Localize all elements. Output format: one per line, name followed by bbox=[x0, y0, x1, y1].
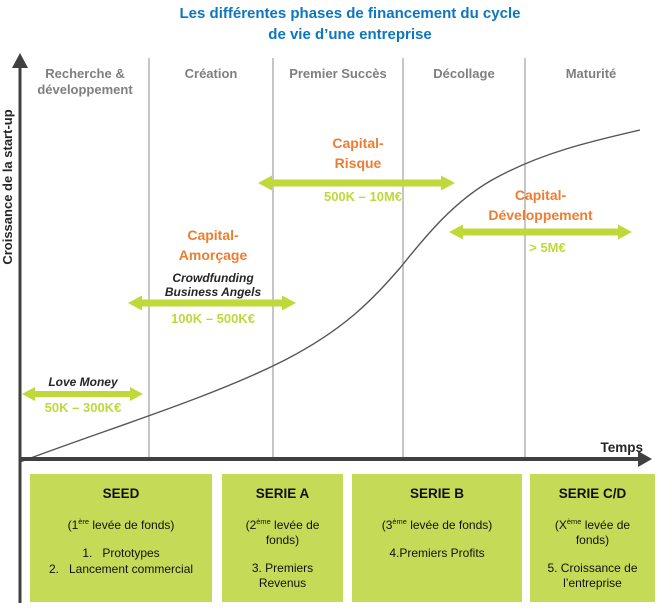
arrow-left-icon bbox=[449, 224, 463, 240]
subtitle-text: levée de fonds) bbox=[89, 518, 175, 532]
box-subtitle: (2ème levée de fonds) bbox=[230, 514, 335, 548]
capital-amorcage-note: Crowdfunding Business Angels bbox=[164, 271, 262, 299]
funding-box-seed: SEED (1ère levée de fonds) 1. Prototypes… bbox=[30, 474, 212, 602]
subtitle-sup: ème bbox=[392, 517, 407, 526]
phase-header-maturite: Maturité bbox=[565, 66, 617, 81]
love-money-arrow bbox=[22, 387, 143, 401]
love-money-range: 50K – 300K€ bbox=[44, 400, 122, 415]
phase-header-creation: Création bbox=[184, 66, 238, 81]
funding-box-serie-cd: SERIE C/D (Xème levée de fonds) 5. Crois… bbox=[530, 474, 655, 602]
capital-risque-label: Capital- Risque bbox=[332, 135, 384, 171]
subtitle-text: (2 bbox=[245, 518, 257, 532]
x-axis-arrowhead-icon bbox=[638, 451, 652, 467]
subtitle-sup: ème bbox=[256, 517, 271, 526]
box-subtitle: (1ère levée de fonds) bbox=[38, 514, 204, 533]
capital-amorcage-label: Capital- Amorçage bbox=[178, 227, 248, 263]
capital-developpement-arrow bbox=[449, 224, 632, 240]
box-item: 1. Prototypes bbox=[82, 546, 160, 560]
arrow-left-icon bbox=[22, 387, 35, 401]
box-item: 5. Croissance de l’entreprise bbox=[547, 561, 638, 590]
phase-header-recherche: Recherche & développement bbox=[37, 66, 133, 97]
box-title: SERIE A bbox=[255, 486, 310, 501]
funding-box-serie-a: SERIE A (2ème levée de fonds) 3. Premier… bbox=[222, 474, 343, 602]
phase-header-decollage: Décollage bbox=[433, 66, 495, 81]
y-axis-arrowhead-icon bbox=[12, 53, 28, 68]
box-item: 3. Premiers Revenus bbox=[251, 561, 314, 590]
arrow-left-icon bbox=[258, 175, 272, 191]
box-title: SERIE B bbox=[409, 486, 464, 501]
box-item: 4.Premiers Profits bbox=[389, 546, 485, 560]
x-axis bbox=[20, 451, 652, 467]
page-title: Les différentes phases de financement du… bbox=[179, 5, 521, 43]
box-subtitle: (Xème levée de fonds) bbox=[538, 514, 647, 548]
capital-amorcage-arrow bbox=[128, 295, 296, 311]
phase-divider-lines bbox=[148, 58, 526, 457]
subtitle-sup: ère bbox=[78, 517, 90, 526]
growth-curve bbox=[19, 129, 641, 463]
subtitle-text: levée de fonds) bbox=[406, 518, 493, 532]
box-title: SEED bbox=[102, 486, 140, 501]
arrow-right-icon bbox=[441, 175, 455, 191]
x-axis-label: Temps bbox=[600, 440, 643, 455]
funding-box-serie-b: SERIE B (3ème levée de fonds) 4.Premiers… bbox=[352, 474, 522, 602]
love-money-label: Love Money bbox=[48, 375, 118, 389]
arrow-left-icon bbox=[128, 295, 142, 311]
subtitle-text: (X bbox=[554, 518, 567, 532]
subtitle-sup: ème bbox=[566, 517, 582, 526]
capital-amorcage-range: 100K – 500K€ bbox=[171, 311, 255, 326]
box-title: SERIE C/D bbox=[558, 486, 627, 501]
box-subtitle: (3ème levée de fonds) bbox=[360, 514, 514, 533]
arrow-right-icon bbox=[282, 295, 296, 311]
subtitle-text: levée de fonds) bbox=[575, 518, 631, 547]
subtitle-text: levée de fonds) bbox=[265, 518, 320, 547]
y-axis bbox=[12, 53, 28, 603]
arrow-right-icon bbox=[618, 224, 632, 240]
capital-risque-range: 500K – 10M€ bbox=[323, 189, 403, 204]
phase-header-premier-succes: Premier Succès bbox=[289, 66, 387, 81]
y-axis-label: Croissance de la start-up bbox=[0, 109, 15, 265]
box-item: 2. Lancement commercial bbox=[48, 562, 194, 576]
capital-developpement-label: Capital- Développement bbox=[488, 187, 593, 223]
capital-risque-arrow bbox=[258, 175, 455, 191]
arrow-right-icon bbox=[130, 387, 143, 401]
subtitle-text: (3 bbox=[381, 518, 393, 532]
subtitle-text: (1 bbox=[67, 518, 79, 532]
capital-developpement-range: > 5M€ bbox=[529, 240, 566, 255]
